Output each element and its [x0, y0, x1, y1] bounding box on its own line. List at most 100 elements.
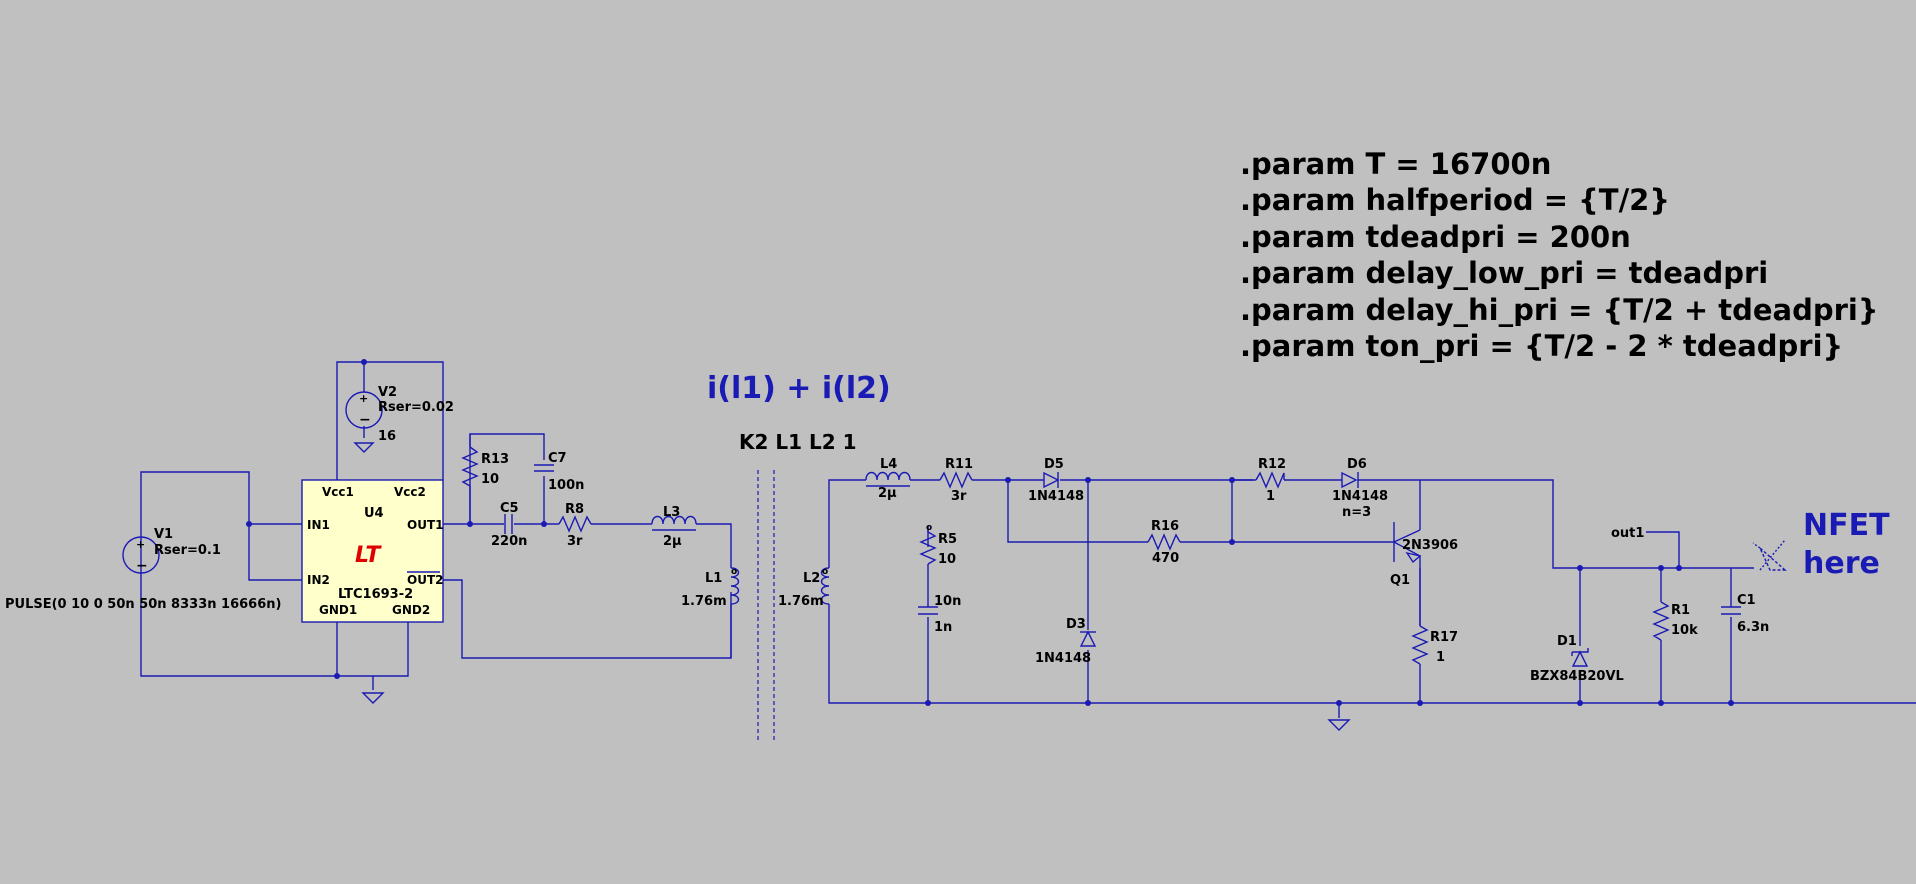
note-arrow: [1752, 539, 1787, 571]
resistor-r11[interactable]: R11 3r: [939, 457, 973, 504]
c1-value: 6.3n: [1737, 620, 1769, 635]
directive-3: .param tdeadpri = 200n: [1240, 220, 1631, 254]
wire[interactable]: [140, 471, 250, 552]
l4-value: 2µ: [878, 486, 897, 501]
wire[interactable]: [828, 479, 866, 568]
capacitor-c1[interactable]: C1 6.3n: [1721, 593, 1769, 635]
pin-in2: IN2: [307, 573, 330, 587]
capacitor-c7[interactable]: C7 100n: [534, 451, 584, 493]
probe-label[interactable]: i(l1) + i(l2): [707, 371, 891, 406]
nfet-note[interactable]: NFET here: [1803, 508, 1890, 581]
note-line-2: here: [1803, 546, 1880, 581]
v1-name: V1: [154, 527, 173, 542]
cap-name: 10n: [934, 594, 961, 609]
transistor-q1[interactable]: 2N3906 Q1: [1390, 538, 1458, 626]
wire[interactable]: [1358, 479, 1754, 569]
svg-text:−: −: [359, 412, 371, 428]
d1-value: BZX84B20VL: [1530, 669, 1624, 684]
r13-name: R13: [481, 452, 509, 467]
wire[interactable]: [1393, 541, 1421, 557]
resistor-r5[interactable]: o R5 10: [919, 523, 957, 567]
capacitor-10n[interactable]: 10n 1n: [918, 594, 961, 635]
v2-rser: Rser=0.02: [378, 400, 454, 415]
c7-value: 100n: [548, 478, 584, 493]
resistor-r8[interactable]: R8 3r: [558, 502, 592, 549]
q1-part: 2N3906: [1402, 538, 1458, 553]
wire[interactable]: [1646, 531, 1680, 568]
r5-value: 10: [938, 552, 956, 567]
cap-value: 1n: [934, 620, 952, 635]
ic-u4[interactable]: Vcc1 Vcc2 U4 IN1 OUT1 LT IN2 OUT2 LTC169…: [301, 479, 444, 623]
l1-name: L1: [705, 571, 722, 586]
d3-value: 1N4148: [1035, 651, 1091, 666]
wire[interactable]: [336, 361, 444, 480]
r12-value: 1: [1266, 489, 1275, 504]
spice-directives[interactable]: .param T = 16700n .param halfperiod = {T…: [1240, 147, 1879, 363]
voltage-source-v2[interactable]: + − V2 Rser=0.02 16: [345, 385, 454, 444]
ground-icon: [353, 442, 375, 453]
r17-value: 1: [1436, 650, 1445, 665]
u4-name: U4: [364, 506, 384, 521]
r11-name: R11: [945, 457, 973, 472]
v1-pulse: PULSE(0 10 0 50n 50n 8333n 16666n): [5, 597, 281, 612]
c5-name: C5: [500, 501, 519, 516]
resistor-r1[interactable]: R1 10k: [1652, 601, 1698, 641]
pin-in1: IN1: [307, 518, 330, 532]
diode-d3[interactable]: D3 1N4148: [1035, 617, 1097, 666]
c5-value: 220n: [491, 534, 527, 549]
v2-name: V2: [378, 385, 397, 400]
l2-value: 1.76m: [778, 594, 824, 609]
inductor-l3[interactable]: L3 2µ: [651, 505, 697, 549]
resistor-r12[interactable]: R12 1: [1255, 457, 1286, 504]
l3-name: L3: [663, 505, 680, 520]
r8-value: 3r: [567, 534, 583, 549]
note-line-1: NFET: [1803, 508, 1890, 543]
wire[interactable]: [1393, 529, 1421, 543]
svg-text:o: o: [731, 567, 737, 577]
directive-6: .param ton_pri = {T/2 - 2 * tdeadpri}: [1240, 329, 1843, 363]
net-label-out1[interactable]: out1: [1611, 526, 1644, 541]
diode-d5[interactable]: D5 1N4148: [1028, 457, 1084, 504]
d5-name: D5: [1044, 457, 1064, 472]
wire[interactable]: [828, 604, 1916, 704]
r5-name: R5: [938, 532, 957, 547]
directive-2: .param halfperiod = {T/2}: [1240, 183, 1670, 217]
ground-icon: [361, 692, 385, 704]
pin-out1: OUT1: [407, 518, 443, 532]
u4-part: LTC1693-2: [338, 587, 413, 602]
inductor-l2[interactable]: o L2 1.76m: [778, 567, 830, 609]
wire[interactable]: [443, 579, 732, 659]
lt-logo-icon: LT: [355, 543, 382, 568]
diode-d6[interactable]: D6 1N4148 n=3: [1332, 457, 1388, 520]
resistor-r16[interactable]: R16 470: [1147, 519, 1181, 566]
wire[interactable]: [248, 524, 302, 581]
coupling-directive[interactable]: K2 L1 L2 1: [739, 430, 857, 454]
inductor-l4[interactable]: L4 2µ: [865, 457, 911, 501]
d6-name: D6: [1347, 457, 1367, 472]
wire[interactable]: [1007, 480, 1148, 543]
inductor-l1[interactable]: o L1 1.76m: [681, 567, 740, 609]
c7-name: C7: [548, 451, 567, 466]
d1-name: D1: [1557, 634, 1577, 649]
svg-text:o: o: [822, 567, 828, 577]
capacitor-c5[interactable]: C5 220n: [491, 501, 527, 549]
pin-out2: OUT2: [407, 573, 443, 587]
l3-value: 2µ: [663, 534, 682, 549]
svg-text:+: +: [359, 392, 368, 405]
wire[interactable]: [140, 552, 409, 677]
zener-d1[interactable]: D1 BZX84B20VL: [1530, 634, 1624, 684]
r1-name: R1: [1671, 603, 1690, 618]
resistor-r17[interactable]: R17 1: [1411, 625, 1458, 665]
resistor-r13[interactable]: R13 10: [461, 446, 509, 487]
wire[interactable]: [696, 523, 732, 568]
v1-rser: Rser=0.1: [154, 543, 221, 558]
d5-value: 1N4148: [1028, 489, 1084, 504]
c1-name: C1: [1737, 593, 1756, 608]
voltage-source-v1[interactable]: + − V1 Rser=0.1 PULSE(0 10 0 50n 50n 833…: [5, 527, 281, 612]
pin-gnd1: GND1: [319, 603, 357, 617]
pin-vcc2: Vcc2: [394, 485, 426, 499]
r12-name: R12: [1258, 457, 1286, 472]
r16-name: R16: [1151, 519, 1179, 534]
l4-name: L4: [880, 457, 897, 472]
directive-5: .param delay_hi_pri = {T/2 + tdeadpri}: [1240, 293, 1879, 327]
